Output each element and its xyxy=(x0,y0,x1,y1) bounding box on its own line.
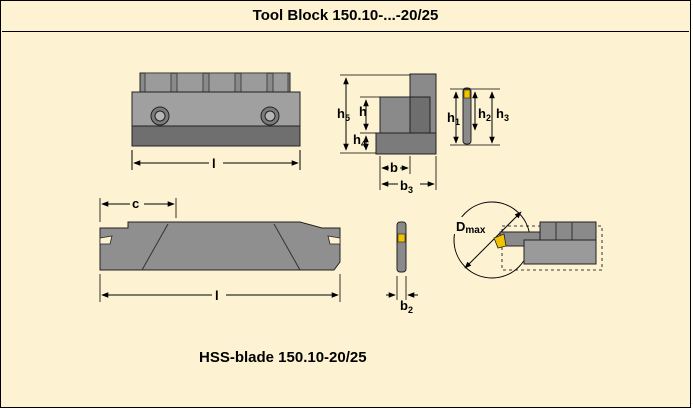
c-label: c xyxy=(132,196,139,211)
h4-label: h4 xyxy=(353,132,366,149)
dmax-label: Dmax xyxy=(456,219,486,236)
hss-blade-front-view: c l xyxy=(99,196,341,303)
page-title: Tool Block 150.10-...-20/25 xyxy=(252,7,439,24)
b3-label: b3 xyxy=(400,178,413,195)
blade-profile-view: h1 h2 h3 xyxy=(447,87,509,146)
blade-end-view: b2 xyxy=(386,221,418,315)
h5-label: h5 xyxy=(337,106,350,123)
title-divider xyxy=(2,31,689,32)
h2-label: h2 xyxy=(478,106,491,123)
tool-block-side-view: h5 h h4 b b3 xyxy=(337,73,437,195)
blade-caption: HSS-blade 150.10-20/25 xyxy=(199,349,367,366)
blade-length-label: l xyxy=(215,288,219,303)
h1-label: h1 xyxy=(447,110,460,127)
block-length-label: l xyxy=(212,156,216,171)
dmax-detail-view: Dmax xyxy=(453,201,603,279)
h-label: h xyxy=(359,104,367,119)
b-label: b xyxy=(390,160,398,175)
tool-block-front-view: l xyxy=(131,72,301,171)
b2-label: b2 xyxy=(400,298,413,315)
h3-label: h3 xyxy=(496,106,509,123)
